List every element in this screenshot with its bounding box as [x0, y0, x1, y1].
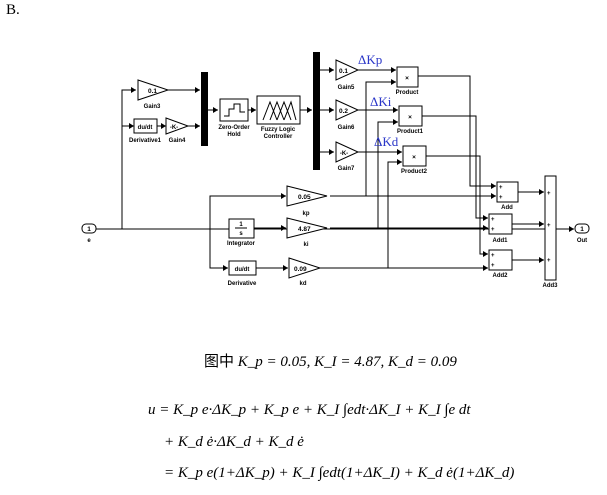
delta-kd-label: ΔKd [374, 134, 399, 149]
add-block[interactable]: + + Add [496, 181, 519, 211]
delta-ki-label: ΔKi [370, 94, 392, 109]
derivative1-block[interactable]: du/dt Derivative1 [129, 118, 162, 144]
product-block[interactable]: × Product [396, 66, 419, 96]
zoh-label-2: Hold [227, 132, 241, 138]
gain5-value: 0.1 [339, 68, 348, 75]
gain3-label: Gain3 [144, 104, 161, 110]
gain6-label: Gain6 [338, 125, 355, 131]
output-port-label: Out [577, 238, 587, 244]
output-port-out[interactable]: 1 Out [574, 223, 590, 244]
ki-gain-block[interactable]: 4.87 ki [286, 217, 328, 248]
gain6-block[interactable]: 0.2 Gain6 [335, 99, 360, 131]
integrator-block[interactable]: 1 s Integrator [227, 218, 256, 247]
derivative1-label: Derivative1 [129, 138, 162, 144]
gain5-block[interactable]: 0.1 Gain5 [335, 59, 360, 91]
flc-label-2: Controller [264, 134, 293, 140]
equation-line-3: = K_p e(1+ΔK_p) + K_I ∫edt(1+ΔK_I) + K_d… [164, 465, 515, 481]
kp-value: 0.05 [298, 194, 311, 201]
svg-text:+: + [491, 263, 495, 269]
output-port-number: 1 [580, 226, 584, 233]
flc-label-1: Fuzzy Logic [261, 127, 296, 133]
product1-label: Product1 [397, 129, 424, 135]
product-symbol: × [405, 75, 409, 82]
svg-text:+: + [499, 185, 503, 191]
caption-line: 图中 K_p = 0.05, K_I = 4.87, K_d = 0.09 [204, 350, 457, 371]
add2-block[interactable]: + + Add2 [488, 249, 513, 279]
fuzzy-logic-controller-block[interactable]: Fuzzy Logic Controller [256, 95, 301, 140]
svg-text:+: + [499, 195, 503, 201]
product-label: Product [396, 90, 419, 96]
derivative-label: Derivative [228, 281, 257, 287]
demux-bar[interactable] [313, 52, 320, 170]
kd-value: 0.09 [294, 266, 307, 273]
input-port-label: e [87, 238, 91, 244]
kd-gain-block[interactable]: 0.09 kd [288, 257, 322, 287]
zero-order-hold-block[interactable]: Zero-Order Hold [218, 98, 250, 138]
ki-value: 4.87 [298, 226, 311, 233]
kd-label: kd [299, 281, 306, 287]
product1-block[interactable]: × Product1 [397, 105, 424, 135]
svg-text:+: + [547, 191, 551, 197]
input-port-number: 1 [87, 226, 91, 233]
input-port-e[interactable]: 1 e [81, 223, 97, 244]
gain4-label: Gain4 [169, 138, 186, 144]
integrator-den: s [239, 231, 243, 237]
page-label: B. [6, 2, 20, 18]
zoh-label-1: Zero-Order [218, 125, 250, 131]
gain4-value: -K- [170, 125, 178, 131]
gain7-label: Gain7 [338, 166, 355, 172]
gain5-label: Gain5 [338, 85, 355, 91]
integrator-num: 1 [239, 222, 243, 228]
gain7-block[interactable]: -K- Gain7 [335, 141, 360, 172]
svg-text:+: + [491, 227, 495, 233]
gain3-value: 0.1 [148, 88, 157, 95]
add-label: Add [501, 205, 513, 211]
signal-lines [95, 67, 574, 271]
gain3-block[interactable]: 0.1 Gain3 [137, 79, 170, 110]
kp-gain-block[interactable]: 0.05 kp [286, 185, 328, 217]
derivative-block[interactable]: du/dt Derivative [228, 260, 257, 287]
equation-line-2: + K_d ė·ΔK_d + K_d ė [164, 434, 304, 450]
add3-block[interactable]: + + + Add3 [543, 175, 559, 289]
caption-values: K_p = 0.05, K_I = 4.87, K_d = 0.09 [237, 354, 457, 370]
svg-text:+: + [491, 253, 495, 259]
svg-text:+: + [547, 258, 551, 264]
gain6-value: 0.2 [339, 108, 348, 115]
add2-label: Add2 [493, 273, 509, 279]
product1-symbol: × [408, 114, 412, 121]
gain4-block[interactable]: -K- Gain4 [165, 117, 190, 144]
add1-block[interactable]: + + Add1 [488, 213, 513, 244]
mux-bar[interactable] [201, 72, 208, 146]
product2-block[interactable]: × Product2 [401, 145, 428, 175]
integrator-label: Integrator [227, 241, 256, 247]
svg-text:+: + [491, 217, 495, 223]
add1-label: Add1 [493, 238, 509, 244]
derivative-text: du/dt [235, 267, 250, 273]
svg-text:+: + [547, 223, 551, 229]
ki-label: ki [303, 242, 308, 248]
kp-label: kp [302, 211, 309, 217]
caption-prefix: 图中 [204, 354, 235, 370]
delta-kp-label: ΔKp [358, 52, 382, 67]
gain7-value: -K- [340, 151, 348, 157]
product2-symbol: × [412, 154, 416, 161]
derivative1-text: du/dt [138, 125, 153, 131]
product2-label: Product2 [401, 169, 428, 175]
add3-label: Add3 [543, 283, 559, 289]
equation-line-1: u = K_p e·ΔK_p + K_p e + K_I ∫edt·ΔK_I +… [148, 402, 471, 418]
